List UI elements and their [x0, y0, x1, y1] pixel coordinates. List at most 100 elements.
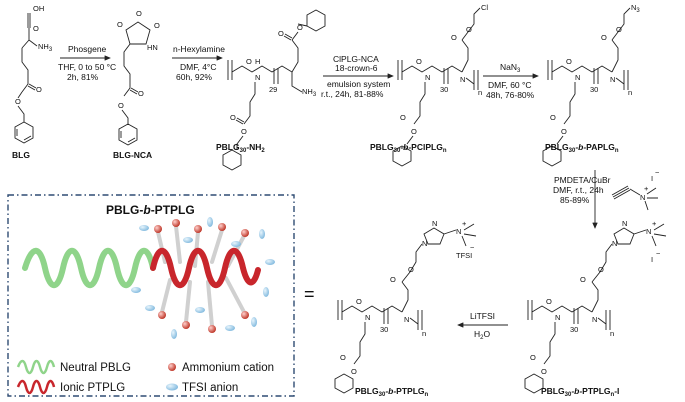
atom-o: O — [118, 101, 124, 110]
step3-crown: 18-crown-6 — [335, 63, 378, 73]
atom-n: N — [425, 73, 430, 82]
pblg-nh2-structure: O N H 29 NH3 O O O O PBLG30-NH2 — [216, 9, 326, 171]
atom-o: O — [550, 113, 556, 122]
atom-o: O — [297, 23, 303, 32]
atom-oh: OH — [33, 4, 44, 13]
legend-neutral-swatch — [16, 359, 56, 375]
tfsi-anions — [131, 217, 275, 339]
atom-n: N — [255, 73, 260, 82]
step2-reagent: n-Hexylamine — [173, 44, 225, 54]
atom-o: O — [136, 9, 142, 18]
atom-o: O — [530, 353, 536, 362]
charge-plus: + — [462, 219, 467, 228]
label-pclplg: PBLG30-b-PClPLGn — [370, 142, 447, 154]
repeat-n: n — [610, 329, 614, 338]
atom-n: N — [646, 227, 651, 236]
charge-plus: + — [652, 219, 657, 228]
atom-h: H — [255, 57, 260, 66]
legend-ammonium-label: Ammonium cation — [182, 362, 274, 374]
ammonium-cations — [154, 219, 249, 333]
legend-ionic-swatch — [16, 379, 56, 395]
repeat-30: 30 — [440, 85, 448, 94]
label-blg-nca: BLG-NCA — [113, 150, 152, 160]
atom-o: O — [154, 21, 160, 30]
atom-o: O — [416, 57, 422, 66]
step6-solvent: H2O — [474, 329, 490, 341]
atom-n: N — [612, 239, 617, 248]
atom-i: I — [651, 255, 653, 264]
cartoon-panel: PBLG-b-PTPLG — [7, 194, 295, 397]
atom-o: O — [616, 25, 622, 34]
atom-o-blg: O — [36, 85, 42, 94]
repeat-29: 29 — [269, 85, 277, 94]
legend-ionic-label: Ionic PTPLG — [60, 382, 125, 394]
atom-nh2: NH3 — [302, 87, 317, 98]
atom-o: O — [400, 113, 406, 122]
legend-tfsi-swatch — [166, 383, 178, 391]
repeat-30: 30 — [570, 325, 578, 334]
atom-n: N — [422, 239, 427, 248]
atom-n: N — [610, 75, 615, 84]
repeat-30: 30 — [590, 85, 598, 94]
atom-tfsi: TFSI — [456, 251, 472, 260]
step3-cond1: emulsion system — [327, 79, 390, 89]
atom-n: N — [404, 315, 409, 324]
atom-o: O — [411, 127, 417, 136]
atom-o: O — [546, 297, 552, 306]
propargyl-ammonium-reagent: N + I − — [611, 168, 660, 211]
atom-n3: N3 — [631, 3, 640, 14]
atom-o: O — [561, 127, 567, 136]
atom-n: N — [365, 313, 370, 322]
step5-cond: DMF, r.t., 24h — [553, 185, 604, 195]
paplg-structure: O N 30 N n O O N3 O O PBLG30-b-PAPLGn — [542, 3, 640, 167]
step6-reagent: LiTFSI — [470, 311, 495, 321]
atom-hn: HN — [147, 43, 158, 52]
step3-reagent: ClPLG-NCA — [333, 54, 379, 64]
blg-nca-structure: O O HN O O O BLG-NCA — [113, 9, 160, 160]
atom-i: I — [651, 174, 653, 183]
legend: Neutral PBLG Ionic PTPLG Ammonium cation… — [16, 359, 274, 395]
blg-structure: OH O NH3 O O BLG — [12, 4, 53, 160]
legend-neutral-label: Neutral PBLG — [60, 362, 131, 374]
atom-n: N — [640, 193, 645, 202]
step5-yield: 85-89% — [560, 195, 590, 205]
ionic-ptplg-helix — [150, 247, 261, 289]
atom-o: O — [356, 297, 362, 306]
atom-n: N — [432, 219, 437, 228]
repeat-n: n — [478, 88, 482, 97]
atom-o: O — [390, 275, 396, 284]
atom-n: N — [555, 313, 560, 322]
atom-n: N — [575, 73, 580, 82]
atom-o: O — [117, 20, 123, 29]
repeat-30: 30 — [380, 325, 388, 334]
equals-sign: = — [304, 284, 315, 304]
legend-ammonium-swatch — [168, 363, 176, 371]
step1-cond2: 2h, 81% — [67, 72, 99, 82]
step1-cond1: THF, 0 to 50 °C — [58, 62, 116, 72]
charge-minus: − — [470, 243, 475, 252]
atom-n: N — [592, 315, 597, 324]
panel-border — [7, 194, 295, 397]
step5-cat: PMDETA/CuBr — [554, 175, 611, 185]
panel-title: PBLG-b-PTPLG — [106, 203, 195, 217]
atom-o: O — [278, 29, 284, 38]
atom-n: N — [456, 227, 461, 236]
atom-o: O — [138, 89, 144, 98]
atom-cl: Cl — [481, 3, 488, 12]
legend-tfsi-label: TFSI anion — [182, 382, 238, 394]
step1-reagent: Phosgene — [68, 44, 107, 54]
charge-plus: + — [644, 184, 649, 193]
ptplg-structure: O N 30 N n O O N N N + TFSI − O O PBLG30… — [334, 219, 477, 398]
atom-o: O — [451, 33, 457, 42]
atom-o: O — [340, 353, 346, 362]
label-ptplg-i: PBLG30-b-PTPLGn-I — [541, 386, 619, 398]
step3-cond2: r.t., 24h, 81-88% — [321, 89, 384, 99]
label-blg: BLG — [12, 150, 30, 160]
atom-o: O — [408, 265, 414, 274]
atom-n: N — [460, 75, 465, 84]
charge-minus: − — [655, 168, 660, 177]
atom-o: O — [230, 113, 236, 122]
label-pblg-nh2: PBLG30-NH2 — [216, 142, 265, 154]
step2-cond1: DMF, 4°C — [180, 62, 216, 72]
